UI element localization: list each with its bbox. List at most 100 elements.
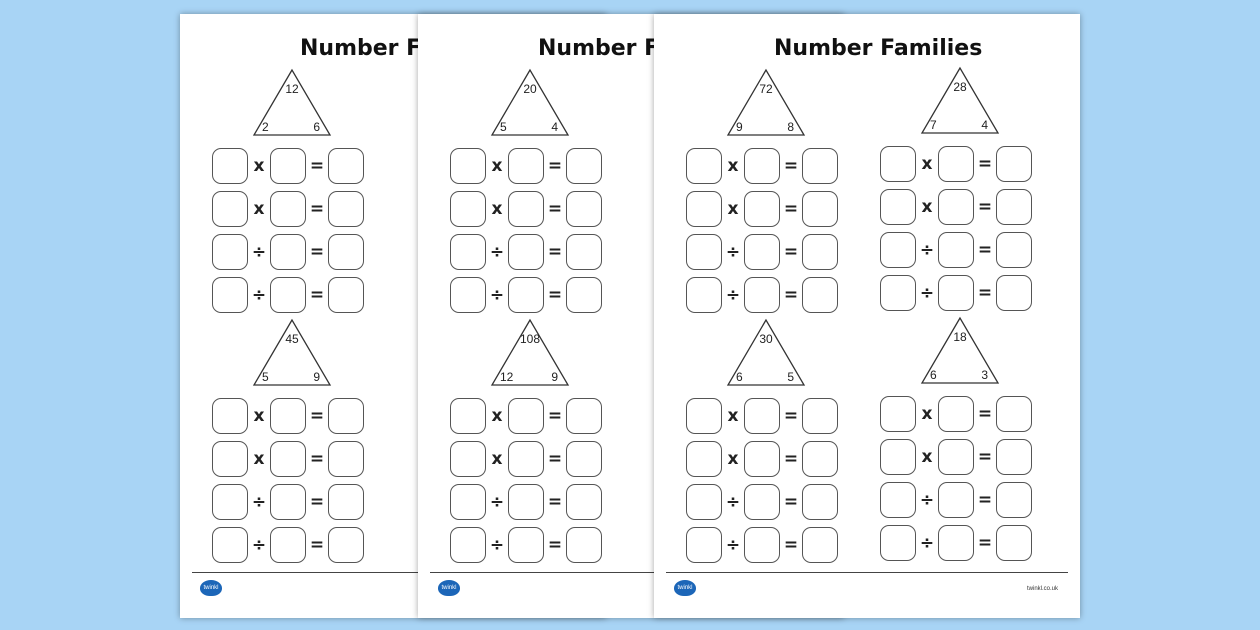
answer-box[interactable] [686,234,722,270]
answer-box[interactable] [328,441,364,477]
answer-box[interactable] [328,191,364,227]
answer-box[interactable] [328,527,364,563]
answer-box[interactable] [450,277,486,313]
answer-box[interactable] [802,148,838,184]
answer-box[interactable] [996,396,1032,432]
answer-box[interactable] [686,277,722,313]
answer-box[interactable] [450,484,486,520]
answer-box[interactable] [212,277,248,313]
answer-box[interactable] [328,398,364,434]
answer-box[interactable] [802,441,838,477]
answer-box[interactable] [802,527,838,563]
answer-box[interactable] [880,525,916,561]
answer-box[interactable] [996,439,1032,475]
answer-box[interactable] [270,277,306,313]
answer-box[interactable] [450,148,486,184]
answer-box[interactable] [744,484,780,520]
answer-box[interactable] [686,484,722,520]
answer-box[interactable] [328,148,364,184]
answer-box[interactable] [880,275,916,311]
answer-box[interactable] [996,146,1032,182]
answer-box[interactable] [996,525,1032,561]
answer-box[interactable] [802,191,838,227]
answer-box[interactable] [508,484,544,520]
answer-box[interactable] [802,234,838,270]
answer-box[interactable] [508,234,544,270]
answer-box[interactable] [996,232,1032,268]
answer-box[interactable] [938,482,974,518]
answer-box[interactable] [508,441,544,477]
answer-box[interactable] [270,398,306,434]
answer-box[interactable] [450,191,486,227]
answer-box[interactable] [566,191,602,227]
answer-box[interactable] [744,234,780,270]
answer-box[interactable] [566,527,602,563]
answer-box[interactable] [212,191,248,227]
answer-box[interactable] [880,189,916,225]
answer-box[interactable] [802,277,838,313]
answer-box[interactable] [566,484,602,520]
answer-box[interactable] [880,439,916,475]
equals-sign: = [309,156,325,176]
answer-box[interactable] [686,398,722,434]
answer-box[interactable] [938,232,974,268]
answer-box[interactable] [566,398,602,434]
answer-box[interactable] [450,527,486,563]
answer-box[interactable] [996,482,1032,518]
answer-box[interactable] [802,398,838,434]
answer-box[interactable] [880,482,916,518]
answer-box[interactable] [212,398,248,434]
answer-box[interactable] [802,484,838,520]
answer-box[interactable] [744,191,780,227]
answer-box[interactable] [686,441,722,477]
answer-box[interactable] [938,189,974,225]
answer-box[interactable] [996,189,1032,225]
answer-box[interactable] [328,484,364,520]
answer-box[interactable] [880,396,916,432]
answer-box[interactable] [566,277,602,313]
answer-box[interactable] [686,191,722,227]
answer-box[interactable] [508,277,544,313]
answer-box[interactable] [270,441,306,477]
answer-box[interactable] [212,484,248,520]
answer-box[interactable] [508,398,544,434]
answer-box[interactable] [212,234,248,270]
answer-box[interactable] [744,527,780,563]
answer-box[interactable] [450,398,486,434]
answer-box[interactable] [270,484,306,520]
answer-box[interactable] [508,191,544,227]
answer-box[interactable] [270,148,306,184]
answer-box[interactable] [686,148,722,184]
answer-box[interactable] [508,148,544,184]
answer-box[interactable] [328,234,364,270]
answer-box[interactable] [996,275,1032,311]
answer-box[interactable] [938,525,974,561]
answer-box[interactable] [508,527,544,563]
answer-box[interactable] [744,277,780,313]
answer-box[interactable] [938,275,974,311]
answer-box[interactable] [212,148,248,184]
answer-box[interactable] [744,441,780,477]
answer-box[interactable] [450,234,486,270]
answer-box[interactable] [270,191,306,227]
answer-box[interactable] [938,439,974,475]
answer-box[interactable] [880,232,916,268]
answer-box[interactable] [744,148,780,184]
answer-box[interactable] [744,398,780,434]
answer-box[interactable] [450,441,486,477]
answer-box[interactable] [328,277,364,313]
answer-box[interactable] [880,146,916,182]
answer-box[interactable] [566,234,602,270]
answer-box[interactable] [938,146,974,182]
answer-box[interactable] [212,441,248,477]
answer-box[interactable] [566,441,602,477]
answer-box[interactable] [212,527,248,563]
answer-box[interactable] [938,396,974,432]
answer-box[interactable] [270,527,306,563]
answer-box[interactable] [566,148,602,184]
answer-box[interactable] [270,234,306,270]
answer-box[interactable] [686,527,722,563]
